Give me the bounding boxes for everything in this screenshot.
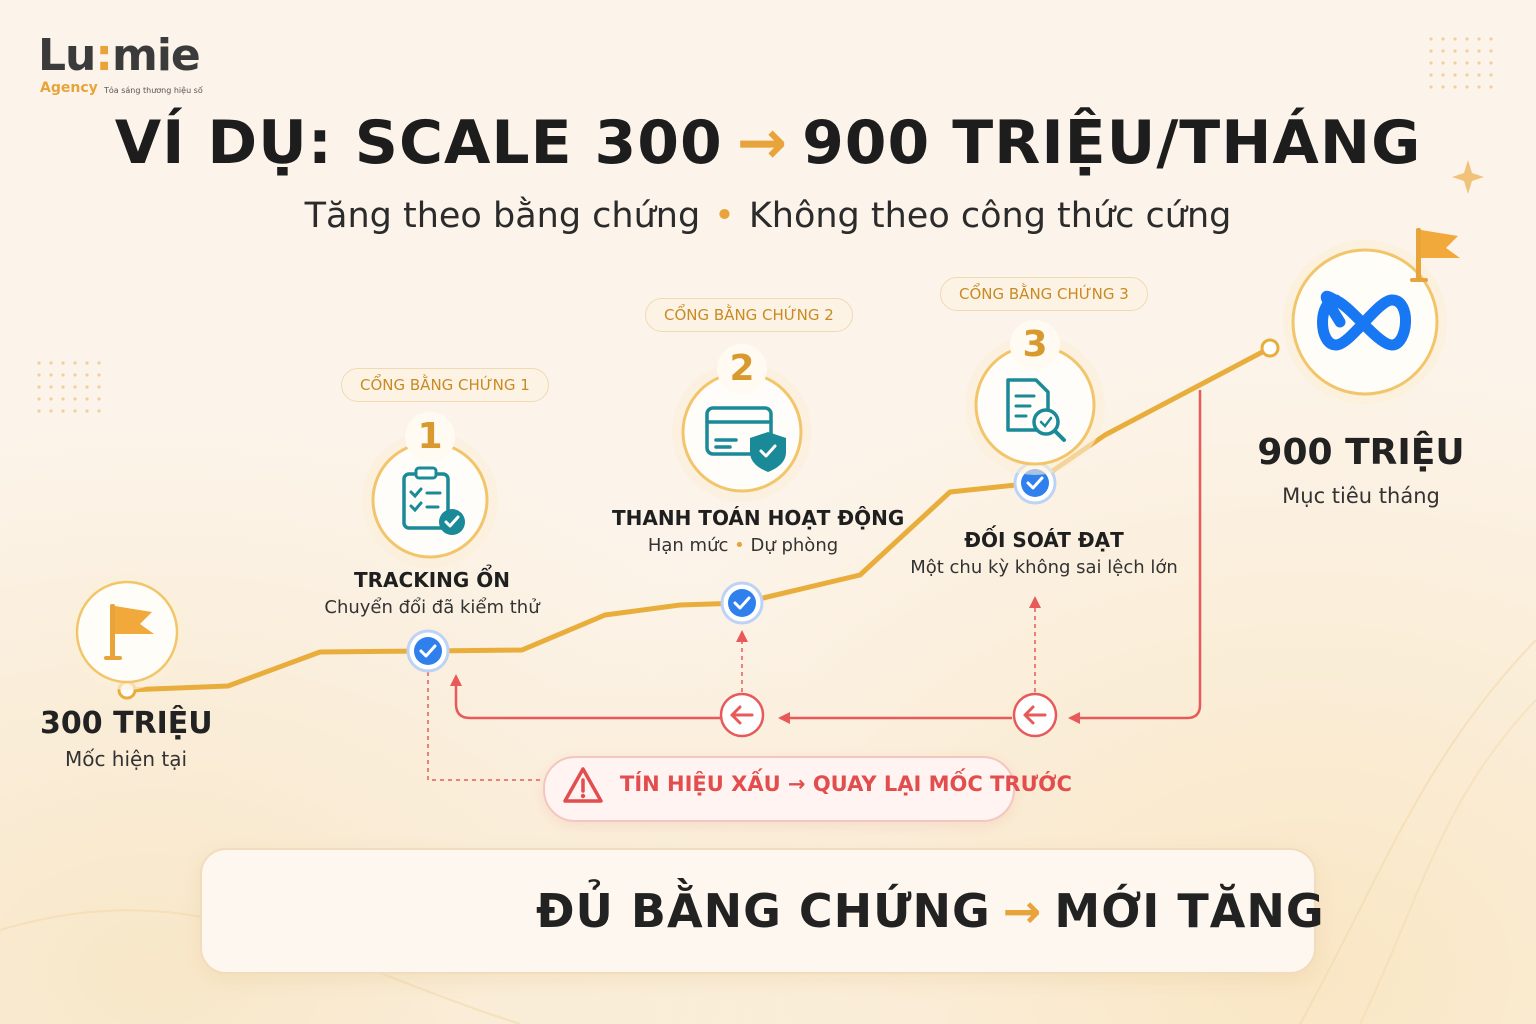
dot-pattern-left (36, 360, 108, 414)
dotted-link (427, 672, 545, 781)
page-subtitle: Tăng theo bằng chứng•Không theo công thứ… (304, 196, 1232, 236)
clipboard-check-icon (402, 466, 465, 535)
bottom-banner (200, 848, 1316, 974)
page-title: VÍ DỤ: SCALE 300→900 TRIỆU/THÁNG (114, 108, 1422, 178)
warning-banner (543, 756, 1015, 822)
arrow-head (450, 674, 462, 686)
start-value: 300 TRIỆU (40, 706, 213, 741)
gate-1-badge (362, 432, 498, 568)
return-arrow-icon (719, 692, 765, 738)
start-label: Mốc hiện tại (64, 747, 188, 771)
decorative-wave (1359, 699, 1536, 1024)
target-value: 900 TRIỆU (1257, 432, 1465, 473)
bottom-banner-text: ĐỦ BẰNG CHỨNG→MỚI TĂNG (536, 884, 1325, 938)
gate-1-pill: CỔNG BẰNG CHỨNG 1 (341, 368, 549, 402)
brand-logo: Lu:mie (38, 30, 201, 81)
warning-text: TÍN HIỆU XẤU → QUAY LẠI MỐC TRƯỚC (620, 772, 1072, 796)
return-flow-line (454, 678, 720, 720)
target-meta-badge (1283, 228, 1460, 404)
gate-2-number: 2 (717, 344, 767, 394)
meta-logo-icon (1317, 290, 1411, 351)
gate-3-pill: CỔNG BẰNG CHỨNG 3 (940, 277, 1148, 311)
gate-2-pill: CỔNG BẰNG CHỨNG 2 (645, 298, 853, 332)
start-flag-badge (69, 574, 185, 690)
end-point (1260, 338, 1280, 358)
check-icon (406, 629, 450, 673)
arrow-head (1029, 596, 1041, 608)
warning-icon (563, 767, 603, 803)
arrow-head (1068, 712, 1080, 724)
flag-icon (104, 604, 154, 660)
document-search-icon (1006, 378, 1066, 442)
gate-3-subtitle: Một chu kỳ không sai lệch lớn (910, 557, 1178, 578)
dot-pattern-top-right (1424, 30, 1496, 96)
gate-1-subtitle: Chuyển đổi đã kiểm thử (324, 597, 540, 618)
return-flow-line (1070, 390, 1202, 720)
decorative-wave (1299, 639, 1536, 1024)
gate-3-badge (965, 335, 1105, 475)
gate-3-number: 3 (1010, 320, 1060, 370)
gate-2-subtitle: Hạn mức • Dự phòng (647, 535, 839, 556)
target-label: Mục tiêu tháng (1282, 484, 1440, 508)
gate-2-badge (672, 362, 812, 502)
arrow-head (778, 712, 790, 724)
return-arrow-icon (1012, 692, 1058, 738)
gate-1-number: 1 (405, 412, 455, 462)
gate-3-title: ĐỐI SOÁT ĐẠT (964, 528, 1124, 552)
check-icon (720, 581, 764, 625)
target-flag-icon (1410, 228, 1460, 282)
brand-agency: Agency (40, 80, 98, 96)
card-shield-icon (705, 406, 786, 472)
gate-2-title: THANH TOÁN HOẠT ĐỘNG (612, 506, 905, 530)
gate-1-title: TRACKING ỔN (354, 568, 510, 592)
brand-tagline: Tỏa sáng thương hiệu số (104, 86, 203, 95)
arrow-head (736, 630, 748, 642)
sparkle-icon (1452, 160, 1484, 194)
